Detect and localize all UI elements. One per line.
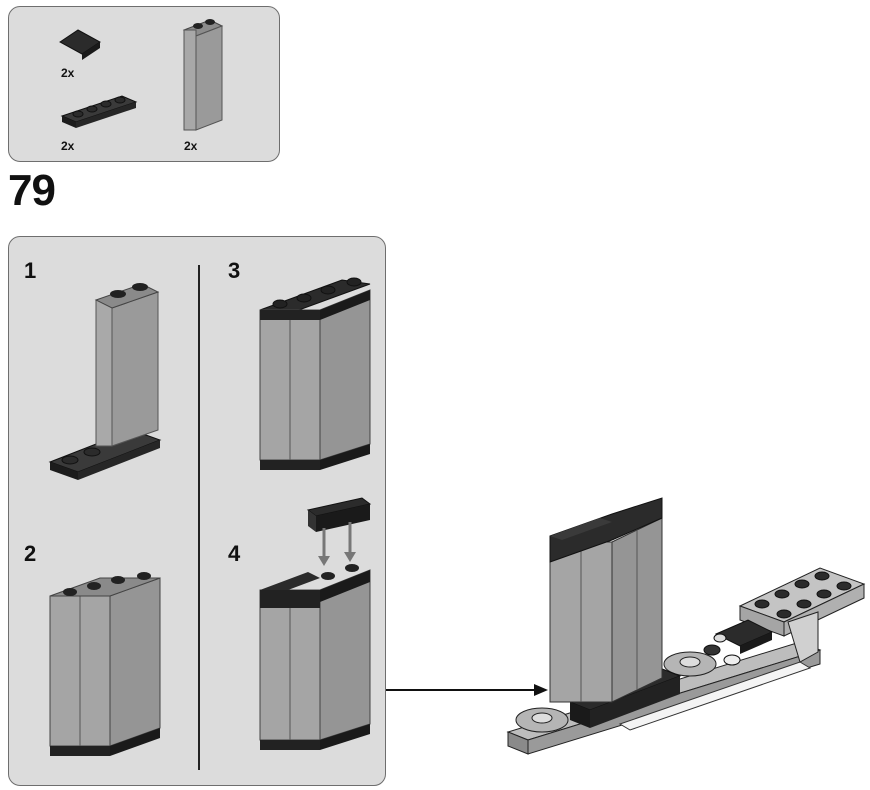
substep-3-number: 3 xyxy=(228,258,241,283)
substep-divider xyxy=(198,265,200,770)
slope-tile-part xyxy=(59,29,101,60)
substep-4-model xyxy=(259,497,372,750)
step-number: 79 xyxy=(8,166,56,215)
placement-arrow xyxy=(386,684,548,696)
panel-quantity: 2x xyxy=(184,139,198,153)
transparent-panel-part xyxy=(182,19,224,131)
substep-1-model xyxy=(48,283,162,480)
substep-2-model xyxy=(49,572,161,756)
substep-1-number: 1 xyxy=(24,258,37,283)
plate-1x4-part xyxy=(60,95,138,128)
substep-4-number: 4 xyxy=(228,541,241,566)
substep-2-number: 2 xyxy=(24,541,37,566)
parts-list-panel xyxy=(8,6,280,162)
plate-quantity: 2x xyxy=(61,139,75,153)
main-model xyxy=(506,497,866,755)
substep-3-model xyxy=(259,277,371,470)
slope-quantity: 2x xyxy=(61,66,75,80)
